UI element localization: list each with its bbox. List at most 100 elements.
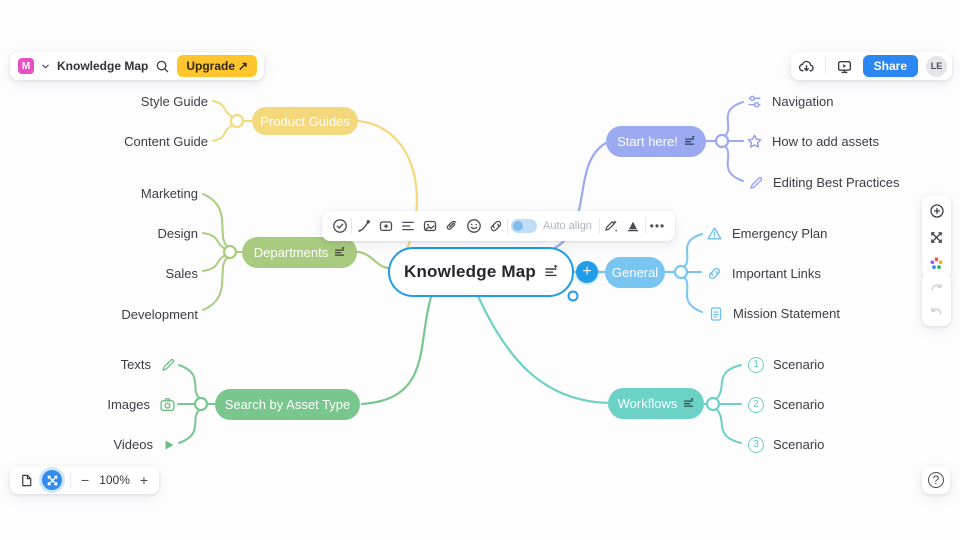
sliders-icon <box>746 93 763 110</box>
branch-label: General <box>611 265 659 280</box>
junction-knot[interactable] <box>229 113 245 129</box>
map-item-marketing[interactable]: Marketing <box>140 186 198 201</box>
more-icon[interactable]: ••• <box>649 219 666 233</box>
board-title[interactable]: Knowledge Map <box>57 59 149 73</box>
map-item-videos[interactable]: Videos <box>0 436 176 453</box>
align-icon <box>544 265 558 279</box>
auto-align-label: Auto align <box>543 220 592 232</box>
map-item-mission-statement[interactable]: Mission Statement <box>708 305 840 322</box>
connector-icon[interactable] <box>353 214 374 238</box>
star-icon <box>746 133 763 150</box>
circle-plus-icon[interactable] <box>926 201 948 221</box>
help-button[interactable]: ? <box>922 466 950 494</box>
node-toolbar: Auto align ••• <box>322 211 675 241</box>
check-circle-icon[interactable] <box>329 214 350 238</box>
add-node-button[interactable]: + <box>576 261 598 283</box>
map-item-design[interactable]: Design <box>157 226 198 241</box>
map-item-sales[interactable]: Sales <box>165 266 198 281</box>
item-curve <box>202 254 227 272</box>
media-icon[interactable] <box>419 214 440 238</box>
map-item-development[interactable]: Development <box>121 307 198 322</box>
divider <box>351 218 352 234</box>
number-badge: 2 <box>748 396 764 413</box>
map-item-images[interactable]: Images <box>0 396 176 413</box>
align-icon <box>683 398 694 409</box>
mindmap-mode-toggle[interactable] <box>42 470 62 490</box>
branch-label: Workflows <box>617 396 678 411</box>
item-curve <box>178 409 200 444</box>
add-topic-icon[interactable] <box>375 214 396 238</box>
branch-product-guides[interactable]: Product Guides <box>252 107 358 135</box>
present-icon[interactable] <box>834 54 855 78</box>
junction-knot[interactable] <box>673 264 689 280</box>
map-item-scenario-3[interactable]: 3 Scenario <box>748 436 824 453</box>
pencil-icon <box>748 175 764 191</box>
junction-knot[interactable] <box>222 244 238 260</box>
divider <box>507 218 508 234</box>
share-button[interactable]: Share <box>862 55 918 77</box>
shape-icon[interactable] <box>623 214 644 238</box>
zoom-in-button[interactable]: + <box>139 472 149 488</box>
avatar[interactable]: LE <box>926 55 947 77</box>
junction-knot[interactable] <box>193 396 209 412</box>
question-icon: ? <box>928 472 944 488</box>
cloud-download-icon[interactable] <box>796 54 817 78</box>
map-item-emergency-plan[interactable]: Emergency Plan <box>706 225 827 242</box>
center-node[interactable]: Knowledge Map <box>388 247 574 297</box>
branch-start-here[interactable]: Start here! <box>606 126 706 157</box>
text-align-icon[interactable] <box>397 214 418 238</box>
canvas-tools-panel <box>922 195 951 279</box>
branch-curve-workflows <box>476 294 612 405</box>
number-badge: 3 <box>748 436 764 453</box>
app-logo-icon[interactable]: M <box>18 58 34 74</box>
theme-gallery-icon[interactable] <box>926 253 948 273</box>
link-icon[interactable] <box>485 214 506 238</box>
divider <box>824 58 826 74</box>
style-paint-icon[interactable] <box>601 214 622 238</box>
branch-search-by-asset-type[interactable]: Search by Asset Type <box>215 389 360 420</box>
shuffle-icon[interactable] <box>926 227 948 247</box>
item-curve <box>202 232 227 250</box>
zoom-level[interactable]: 100% <box>99 473 130 487</box>
item-curve <box>202 193 229 248</box>
branch-label: Product Guides <box>260 113 350 129</box>
item-curve <box>202 256 229 311</box>
page-icon[interactable] <box>19 473 34 488</box>
chevron-down-icon[interactable] <box>41 62 50 71</box>
item-curve <box>212 100 234 118</box>
header-actions: Share LE <box>790 52 952 80</box>
junction-knot[interactable] <box>714 133 730 149</box>
branch-workflows[interactable]: Workflows <box>608 388 704 419</box>
search-icon[interactable] <box>155 59 170 74</box>
map-item-important-links[interactable]: Important Links <box>706 265 821 282</box>
divider <box>644 218 646 234</box>
branch-curve-departments <box>355 250 391 270</box>
branch-departments[interactable]: Departments <box>242 237 357 268</box>
map-item-scenario-1[interactable]: 1 Scenario <box>748 356 824 373</box>
zoom-out-button[interactable]: − <box>81 472 90 488</box>
map-item-how-to-add-assets[interactable]: How to add assets <box>746 133 879 150</box>
branch-general[interactable]: General <box>605 257 665 288</box>
camera-icon <box>159 396 176 413</box>
map-item-scenario-2[interactable]: 2 Scenario <box>748 396 824 413</box>
branch-label: Start here! <box>617 134 678 149</box>
map-item-style-guide[interactable]: Style Guide <box>140 94 208 109</box>
map-item-navigation[interactable]: Navigation <box>746 93 833 110</box>
view-controls: − 100% + <box>10 466 160 494</box>
center-node-label: Knowledge Map <box>404 262 536 281</box>
junction-knot[interactable] <box>705 396 721 412</box>
redo-icon[interactable] <box>926 277 948 297</box>
map-item-texts[interactable]: Texts <box>0 356 176 373</box>
map-item-content-guide[interactable]: Content Guide <box>124 134 208 149</box>
attachment-icon[interactable] <box>441 214 462 238</box>
item-curve <box>715 408 742 444</box>
item-curve <box>683 233 703 268</box>
item-curve <box>715 364 742 400</box>
node-handle[interactable] <box>567 290 579 302</box>
undo-icon[interactable] <box>926 301 948 321</box>
upgrade-button[interactable]: Upgrade ↗ <box>177 55 258 77</box>
emoji-icon[interactable] <box>463 214 484 238</box>
map-item-editing-best-practices[interactable]: Editing Best Practices <box>748 174 899 191</box>
auto-align-toggle[interactable] <box>511 219 537 233</box>
